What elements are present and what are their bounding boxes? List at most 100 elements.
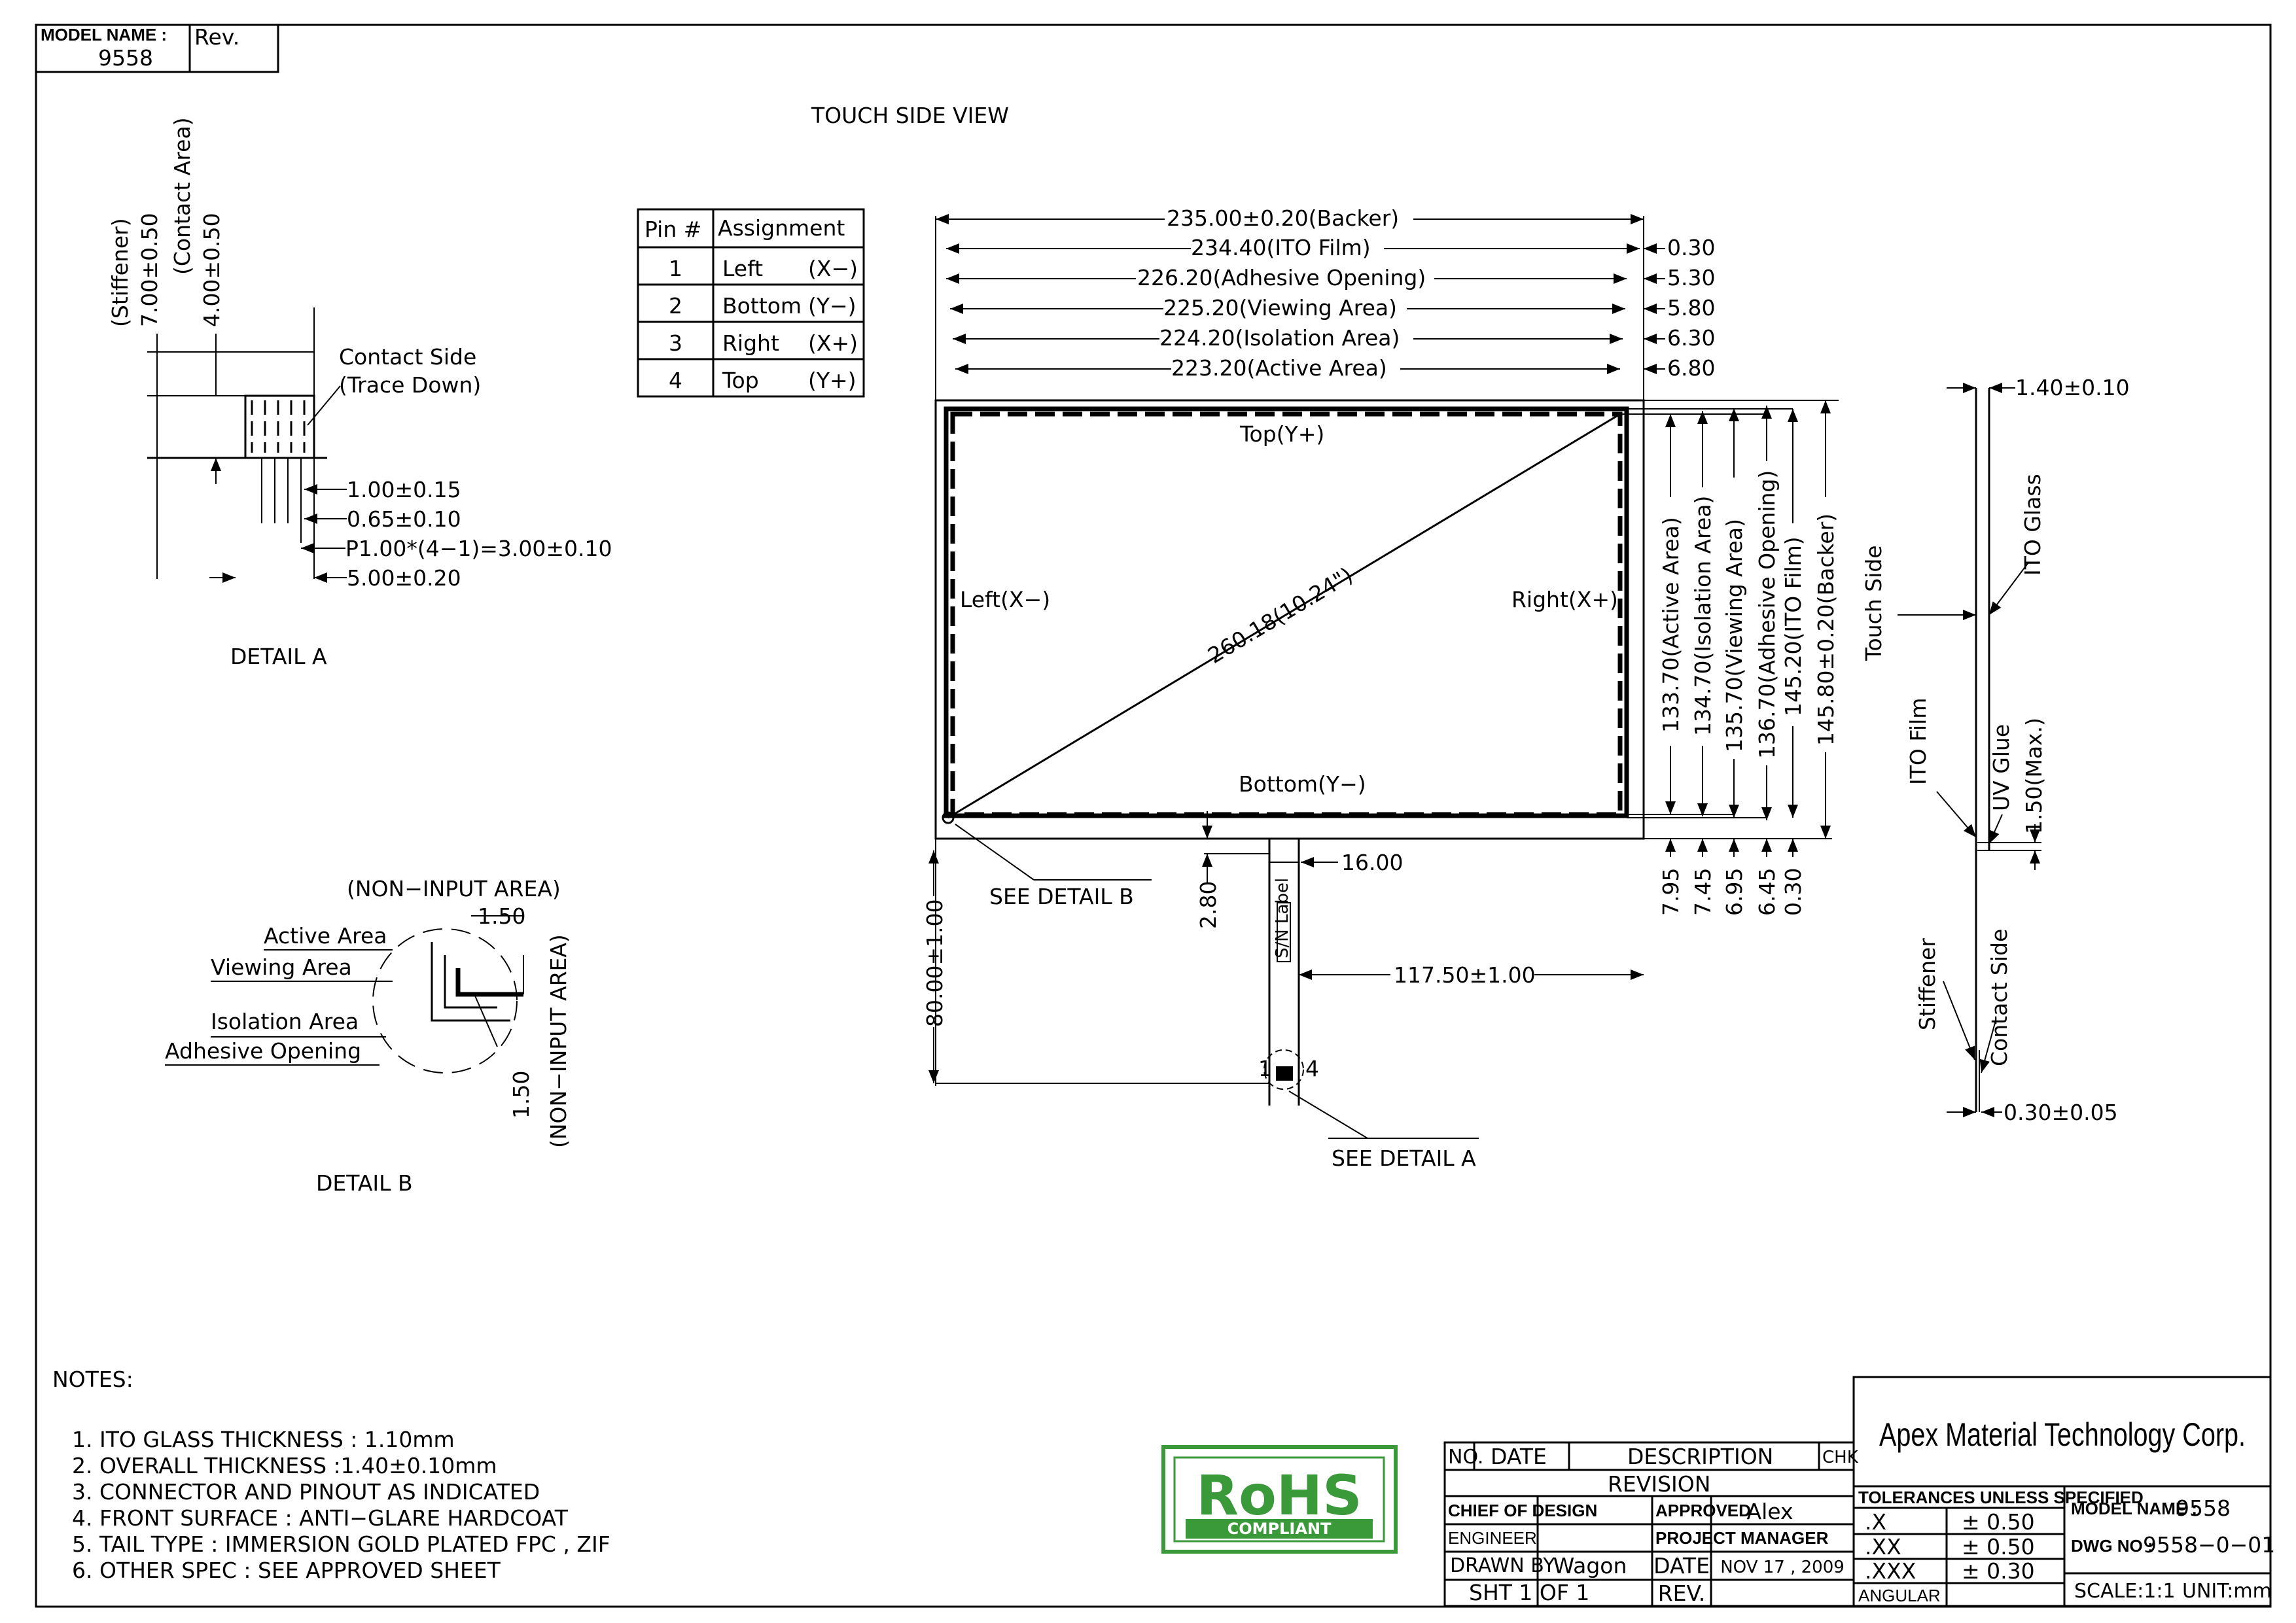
- detail-a-title: DETAIL A: [230, 644, 327, 669]
- view-title: TOUCH SIDE VIEW: [811, 103, 1009, 128]
- detail-b-non-input-side: (NON−INPUT AREA): [546, 934, 571, 1148]
- tail-offset: 2.80: [1195, 881, 1221, 929]
- side-offset-1: 7.45: [1690, 868, 1716, 916]
- detail-a-dim-1: 1.00±0.15: [347, 477, 461, 502]
- tb-approved-by: Alex: [1747, 1499, 1793, 1524]
- rohs-title: RoHS: [1196, 1463, 1362, 1527]
- side-uv-max: 1.50(Max.): [2021, 718, 2047, 834]
- dim-isolation-area-width: 224.20(Isolation Area): [1159, 325, 1400, 351]
- tb-tolerance-title: TOLERANCES UNLESS SPECIFIED: [1858, 1488, 2144, 1507]
- side-offset-2: 6.95: [1722, 868, 1747, 916]
- dim-active-area-height: 133.70(Active Area): [1658, 517, 1684, 733]
- dim-isolation-area-height: 134.70(Isolation Area): [1690, 496, 1716, 736]
- tail-label: S/N Label: [1273, 878, 1292, 958]
- tb-tol-xxx-val: ± 0.30: [1962, 1558, 2035, 1584]
- pin-2: 2: [669, 293, 682, 319]
- detail-b-val-side: 1.50: [508, 1071, 534, 1119]
- note-1: 1. ITO GLASS THICKNESS : 1.10mm: [72, 1427, 455, 1452]
- label-right: Right(X+): [1511, 587, 1618, 612]
- see-detail-b: SEE DETAIL B: [989, 884, 1134, 909]
- panel-drawing: 260.18(10.24") Top(Y+) Left(X−) Right(X+…: [922, 205, 1839, 1171]
- detail-a-trace-down: (Trace Down): [339, 372, 481, 398]
- detail-a-contact-side: Contact Side: [339, 344, 476, 370]
- pin-3-signal: (X+): [808, 330, 858, 356]
- dim-adhesive-opening-width: 226.20(Adhesive Opening): [1137, 265, 1426, 290]
- title-block: NO. DATE DESCRIPTION CHK REVISION CHIEF …: [1443, 1376, 2275, 1607]
- note-6: 6. OTHER SPEC : SEE APPROVED SHEET: [72, 1558, 501, 1583]
- dim-adhesive-opening-height: 136.70(Adhesive Opening): [1754, 470, 1780, 759]
- tb-tol-xx-val: ± 0.50: [1962, 1534, 2035, 1560]
- offset-3: 6.30: [1667, 325, 1715, 351]
- side-ito-glass: ITO Glass: [2020, 474, 2045, 576]
- side-offset-4: 0.30: [1780, 868, 1806, 916]
- notes: NOTES: 1. ITO GLASS THICKNESS : 1.10mm 2…: [52, 1367, 610, 1583]
- tb-tol-xxx: .XXX: [1865, 1558, 1916, 1584]
- header-rev-label: Rev.: [194, 24, 239, 50]
- tb-drawn-by: DRAWN BY: [1450, 1554, 1555, 1577]
- tb-tol-x: .X: [1865, 1509, 1886, 1535]
- tb-no: NO.: [1448, 1446, 1483, 1469]
- detail-b-val-top: 1.50: [478, 903, 525, 929]
- pin-4: 4: [669, 368, 682, 393]
- label-bottom: Bottom(Y−): [1239, 771, 1366, 797]
- dim-ito-film-height: 145.20(ITO Film): [1780, 536, 1806, 716]
- pin-1: 1: [669, 256, 682, 281]
- tb-revision: REVISION: [1608, 1471, 1710, 1497]
- side-offset-0: 7.95: [1658, 868, 1684, 916]
- tb-date-label: DATE: [1653, 1553, 1710, 1579]
- pin-1-signal: (X−): [808, 256, 858, 281]
- tail-width: 16.00: [1341, 850, 1403, 875]
- tail-length: 80.00±1.00: [922, 899, 947, 1027]
- detail-b-adhesive-opening: Adhesive Opening: [165, 1038, 361, 1064]
- tb-angular: ANGULAR: [1858, 1586, 1941, 1605]
- offset-1: 5.30: [1667, 265, 1715, 290]
- detail-a: (Stiffener) 7.00±0.50 (Contact Area) 4.0…: [107, 117, 612, 669]
- dim-active-area-width: 223.20(Active Area): [1171, 355, 1387, 381]
- header-box: MODEL NAME : 9558 Rev.: [35, 24, 279, 73]
- label-left: Left(X−): [960, 587, 1050, 612]
- tail-position: 117.50±1.00: [1394, 962, 1536, 988]
- label-top: Top(Y+): [1239, 421, 1324, 447]
- tail-pin4: 4: [1305, 1056, 1319, 1081]
- tb-model-value: 9558: [2176, 1495, 2231, 1521]
- offset-4: 6.80: [1667, 355, 1715, 381]
- note-2: 2. OVERALL THICKNESS :1.40±0.10mm: [72, 1453, 497, 1478]
- drawing-border: [35, 24, 2272, 1608]
- note-3: 3. CONNECTOR AND PINOUT AS INDICATED: [72, 1479, 540, 1505]
- header-model-value: 9558: [98, 45, 153, 71]
- tb-approved: APPROVED: [1655, 1501, 1751, 1520]
- tb-dwg-label: DWG NO :: [2071, 1536, 2153, 1556]
- side-touch-side: Touch Side: [1861, 545, 1886, 661]
- tb-chief: CHIEF OF DESIGN: [1448, 1501, 1597, 1520]
- detail-b-title: DETAIL B: [316, 1170, 413, 1196]
- detail-a-width: 5.00±0.20: [347, 565, 461, 591]
- pin-1-name: Left: [722, 256, 763, 281]
- fpc-tail: S/N Label 1 4 16.00 2.80 80.00±1.00: [922, 811, 1644, 1106]
- detail-a-stiffener: (Stiffener): [107, 218, 133, 327]
- tb-tol-x-val: ± 0.50: [1962, 1509, 2035, 1535]
- side-stiffener: Stiffener: [1915, 938, 1940, 1030]
- rohs-sub: COMPLIANT: [1227, 1520, 1332, 1538]
- detail-a-dim-2: 0.65±0.10: [347, 506, 461, 532]
- pin-header: Pin #: [645, 217, 701, 242]
- tail-pin1: 1: [1258, 1056, 1272, 1081]
- rohs-badge: RoHS COMPLIANT: [1161, 1445, 1398, 1554]
- tb-unit: UNIT:mm: [2182, 1580, 2272, 1603]
- side-offset-3: 6.45: [1754, 868, 1780, 916]
- detail-a-stiffener-dim: 7.00±0.50: [137, 213, 162, 327]
- notes-title: NOTES:: [52, 1367, 133, 1392]
- dim-ito-film-width: 234.40(ITO Film): [1191, 235, 1371, 260]
- side-contact-side: Contact Side: [1987, 929, 2012, 1066]
- tb-scale: SCALE:1:1: [2074, 1580, 2176, 1603]
- assignment-header: Assignment: [718, 215, 845, 241]
- see-detail-a: SEE DETAIL A: [1332, 1145, 1476, 1171]
- header-model-label: MODEL NAME :: [41, 25, 167, 44]
- detail-a-pitch: P1.00*(4−1)=3.00±0.10: [345, 536, 612, 561]
- detail-b-non-input: (NON−INPUT AREA): [347, 876, 561, 901]
- offset-0: 0.30: [1667, 235, 1715, 260]
- detail-a-contact-dim: 4.00±0.50: [199, 213, 224, 327]
- detail-b-active-area: Active Area: [264, 923, 387, 949]
- dim-viewing-area-width: 225.20(Viewing Area): [1163, 295, 1397, 321]
- dim-backer-height: 145.80±0.20(Backer): [1813, 514, 1839, 746]
